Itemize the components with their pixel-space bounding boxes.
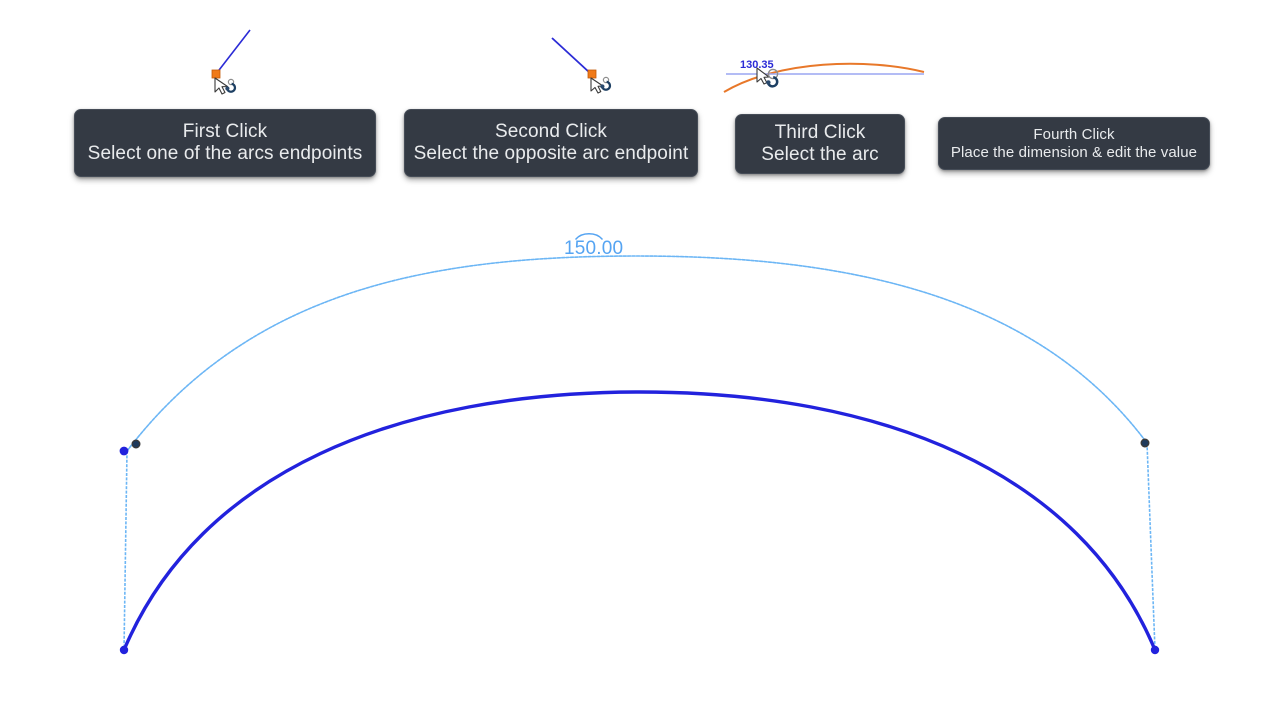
arrow-cursor-icon <box>756 67 770 85</box>
mini-illustration-second-click <box>551 37 612 94</box>
extension-line-left <box>123 450 128 651</box>
tooltip-first-click: First Click Select one of the arcs endpo… <box>74 109 376 177</box>
tooltip-fourth-click-description: Place the dimension & edit the value <box>950 143 1198 161</box>
tooltip-third-click-description: Select the arc <box>761 144 879 165</box>
tooltip-first-click-description: Select one of the arcs endpoints <box>87 143 363 164</box>
tooltip-third-click-title: Third Click <box>774 121 866 143</box>
arc-length-symbol-icon <box>575 232 603 240</box>
dimension-value-label[interactable]: 150.00 <box>564 238 624 259</box>
orange-endpoint-handle-icon <box>587 69 597 79</box>
arc-snap-icon <box>766 68 779 88</box>
mini-illustration-first-click <box>211 29 251 95</box>
endpoint-snap-icon <box>600 76 612 91</box>
tooltip-second-click-title: Second Click <box>494 120 608 142</box>
mini-line-2 <box>551 37 591 74</box>
main-arc[interactable] <box>122 390 1157 652</box>
tooltip-first-click-title: First Click <box>182 120 268 142</box>
mini-orange-arc <box>723 62 925 93</box>
tooltip-second-click: Second Click Select the opposite arc end… <box>404 109 698 177</box>
snap-marker-left[interactable] <box>131 439 141 449</box>
tooltip-fourth-click: Fourth Click Place the dimension & edit … <box>938 117 1210 170</box>
orange-endpoint-handle-icon <box>211 69 221 79</box>
endpoint-snap-icon <box>225 78 237 93</box>
tooltip-third-click: Third Click Select the arc <box>735 114 905 174</box>
tooltip-fourth-click-title: Fourth Click <box>1033 125 1115 143</box>
mini-dimension-value: 130.35 <box>740 59 774 71</box>
mini-illustration-third-click <box>723 62 925 93</box>
endpoint-marker-left-selected[interactable] <box>119 446 129 456</box>
arc-dimension-drawing <box>119 255 1160 655</box>
extension-line-right <box>1146 442 1156 651</box>
arrow-cursor-icon <box>214 77 229 95</box>
snap-marker-right[interactable] <box>1140 438 1150 448</box>
arc-endpoint-right[interactable] <box>1150 645 1160 655</box>
dimension-arc[interactable] <box>126 255 1148 452</box>
arc-endpoint-left[interactable] <box>119 645 129 655</box>
tooltip-second-click-description: Select the opposite arc endpoint <box>413 143 689 164</box>
mini-line-1 <box>215 29 251 75</box>
